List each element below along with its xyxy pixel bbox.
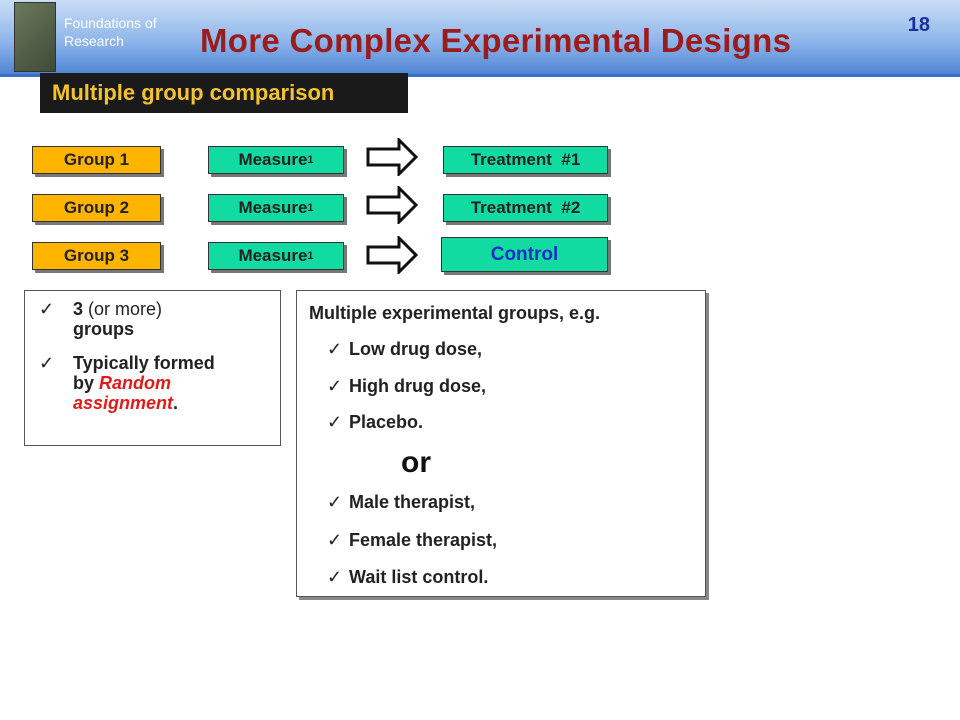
list-item: ✓ Placebo.	[327, 412, 423, 433]
slide-header: Foundations of Research More Complex Exp…	[0, 0, 960, 77]
statue-logo-icon	[14, 2, 56, 72]
check-icon: ✓	[327, 412, 343, 432]
example-placebo: Placebo.	[349, 412, 424, 432]
measure-1-label: Measure	[238, 150, 308, 169]
list-item: ✓ Male therapist,	[327, 492, 475, 513]
bullet-1-text: (or more)	[83, 299, 163, 319]
check-icon: ✓	[39, 299, 55, 319]
control-label: Control	[490, 243, 559, 265]
check-icon: ✓	[327, 492, 343, 512]
example-female-therapist: Female therapist,	[349, 530, 498, 550]
left-notes-box: ✓ 3 (or more) groups ✓ Typically formed …	[24, 290, 281, 446]
list-item: ✓ 3 (or more) groups	[39, 299, 280, 339]
arrow-right-icon	[366, 138, 418, 176]
page-number: 18	[907, 14, 930, 36]
bullet-2-period: .	[173, 393, 179, 413]
group-1-label: Group 1	[63, 150, 130, 169]
bullet-2-line-2: by	[73, 373, 100, 393]
list-item: ✓ High drug dose,	[327, 376, 486, 397]
measure-2-subscript: 1	[307, 202, 314, 214]
check-icon: ✓	[39, 353, 55, 373]
treatment-1-box: Treatment #1	[443, 146, 608, 174]
measure-1-subscript: 1	[307, 154, 314, 166]
arrow-right-icon	[366, 186, 418, 224]
list-item: ✓ Typically formed by Random assignment.	[39, 353, 280, 413]
group-2-box: Group 2	[32, 194, 161, 222]
check-icon: ✓	[327, 530, 343, 550]
measure-3-subscript: 1	[307, 250, 314, 262]
check-icon: ✓	[327, 339, 343, 359]
treatment-2-box: Treatment #2	[443, 194, 608, 222]
bullet-1-number: 3	[73, 299, 84, 319]
bullet-2-emphasis-1: Random	[99, 373, 172, 393]
example-wait-list: Wait list control.	[349, 567, 489, 587]
right-examples-box: Multiple experimental groups, e.g. ✓ Low …	[296, 290, 706, 597]
brand-line-2: Research	[64, 33, 124, 49]
treatment-2-label: Treatment #2	[470, 198, 581, 217]
measure-3-label: Measure	[238, 246, 308, 265]
group-1-box: Group 1	[32, 146, 161, 174]
example-low-dose: Low drug dose,	[349, 339, 482, 359]
bullet-2-line-1: Typically formed	[73, 353, 215, 373]
list-item: ✓ Wait list control.	[327, 567, 488, 588]
list-item: ✓ Female therapist,	[327, 530, 497, 551]
control-box: Control	[441, 237, 608, 272]
brand-label: Foundations of Research	[64, 14, 157, 50]
examples-heading: Multiple experimental groups, e.g.	[309, 303, 601, 323]
check-icon: ✓	[327, 567, 343, 587]
brand-line-1: Foundations of	[64, 15, 157, 31]
group-2-label: Group 2	[63, 198, 130, 217]
or-separator: or	[401, 446, 431, 479]
measure-2-label: Measure	[238, 198, 308, 217]
bullet-1-line-2: groups	[73, 319, 134, 339]
group-3-label: Group 3	[63, 246, 130, 265]
slide-title: More Complex Experimental Designs	[200, 22, 792, 59]
arrow-right-icon	[366, 236, 418, 274]
example-high-dose: High drug dose,	[349, 376, 486, 396]
example-male-therapist: Male therapist,	[349, 492, 476, 512]
list-item: ✓ Low drug dose,	[327, 339, 482, 360]
section-subtitle: Multiple group comparison	[40, 73, 408, 113]
bullet-2-emphasis-2: assignment	[73, 393, 174, 413]
group-3-box: Group 3	[32, 242, 161, 270]
check-icon: ✓	[327, 376, 343, 396]
treatment-1-label: Treatment #1	[470, 150, 581, 169]
